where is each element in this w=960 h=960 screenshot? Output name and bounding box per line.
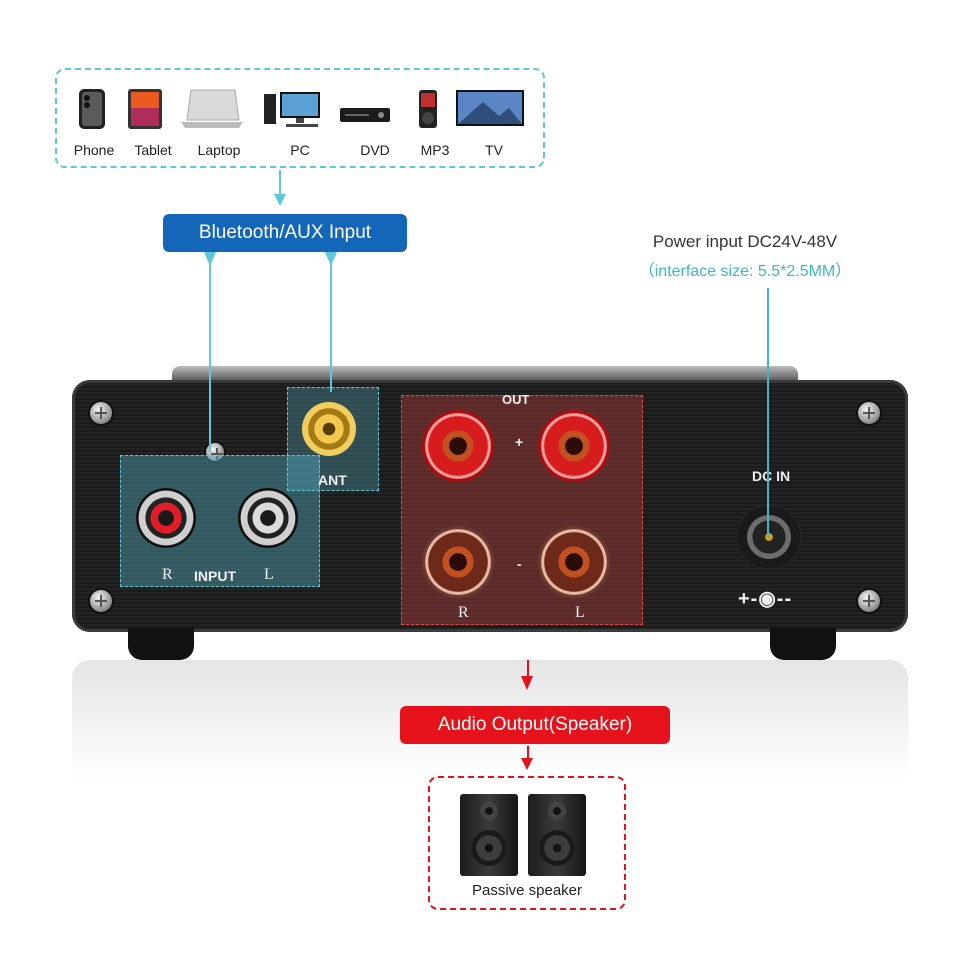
antenna-connect-line xyxy=(330,252,332,392)
speaker-post-right-positive[interactable] xyxy=(422,410,494,482)
device-label: MP3 xyxy=(420,142,450,158)
plus-label: + xyxy=(515,434,524,450)
smartphone-icon xyxy=(75,88,109,135)
polarity-symbol: +-◉-- xyxy=(738,588,793,610)
mp3-player-icon xyxy=(417,88,439,135)
out-l-label: L xyxy=(575,604,585,621)
input-l-label: L xyxy=(264,566,274,583)
rca-input-right[interactable] xyxy=(136,488,196,548)
source-arrow-line xyxy=(279,170,281,194)
screw-icon xyxy=(90,590,112,612)
speaker-arrow-line xyxy=(527,746,529,760)
minus-label: - xyxy=(517,556,522,572)
device-label: Laptop xyxy=(197,142,241,158)
device-label: PC xyxy=(290,142,310,158)
passive-speaker-caption: Passive speaker xyxy=(471,882,583,899)
input-arrow-head xyxy=(204,252,216,266)
power-input-subtitle: （interface size: 5.5*2.5MM） xyxy=(638,263,852,280)
speaker-icon xyxy=(460,794,518,876)
screw-icon xyxy=(858,590,880,612)
tweeter-icon xyxy=(480,802,498,820)
output-arrow-line xyxy=(527,660,529,676)
speaker-post-left-negative[interactable] xyxy=(538,526,610,598)
screw-icon xyxy=(858,402,880,424)
output-arrow-head xyxy=(521,676,533,690)
tv-icon xyxy=(455,88,525,135)
passive-speaker-box: Passive speaker xyxy=(428,776,626,910)
antenna-connector[interactable] xyxy=(302,402,356,456)
power-connect-line xyxy=(767,288,769,538)
ant-label: ANT xyxy=(318,472,347,488)
woofer-icon xyxy=(539,830,575,866)
device-label: DVD xyxy=(360,142,390,158)
input-r-label: R xyxy=(162,566,173,583)
input-connect-line xyxy=(209,252,211,452)
dc-power-jack[interactable] xyxy=(737,505,801,569)
source-arrow-head xyxy=(274,194,286,206)
amplifier-foot-right xyxy=(770,628,836,660)
speaker-post-right-negative[interactable] xyxy=(422,526,494,598)
speaker-arrow-head xyxy=(521,758,533,770)
input-label: INPUT xyxy=(194,568,236,584)
audio-output-label: Audio Output(Speaker) xyxy=(400,706,670,744)
dc-in-label: DC IN xyxy=(752,468,791,484)
tablet-icon xyxy=(127,88,163,135)
laptop-icon xyxy=(179,88,245,135)
dvd-player-icon xyxy=(339,88,391,135)
out-label: OUT xyxy=(502,392,530,407)
out-r-label: R xyxy=(458,604,469,621)
desktop-pc-icon xyxy=(262,88,322,135)
tweeter-icon xyxy=(548,802,566,820)
rca-input-left[interactable] xyxy=(238,488,298,548)
device-label: Tablet xyxy=(134,142,172,158)
device-label: TV xyxy=(485,142,503,158)
speaker-icon xyxy=(528,794,586,876)
screw-icon xyxy=(90,402,112,424)
power-input-title: Power input DC24V-48V xyxy=(652,232,838,251)
antenna-arrow-head xyxy=(325,252,337,266)
source-devices-box: Phone Tablet Laptop PC DVD MP3 TV xyxy=(55,68,545,168)
speaker-post-left-positive[interactable] xyxy=(538,410,610,482)
bluetooth-aux-input-label: Bluetooth/AUX Input xyxy=(163,214,407,252)
device-label: Phone xyxy=(73,142,115,158)
woofer-icon xyxy=(471,830,507,866)
amplifier-foot-left xyxy=(128,628,194,660)
